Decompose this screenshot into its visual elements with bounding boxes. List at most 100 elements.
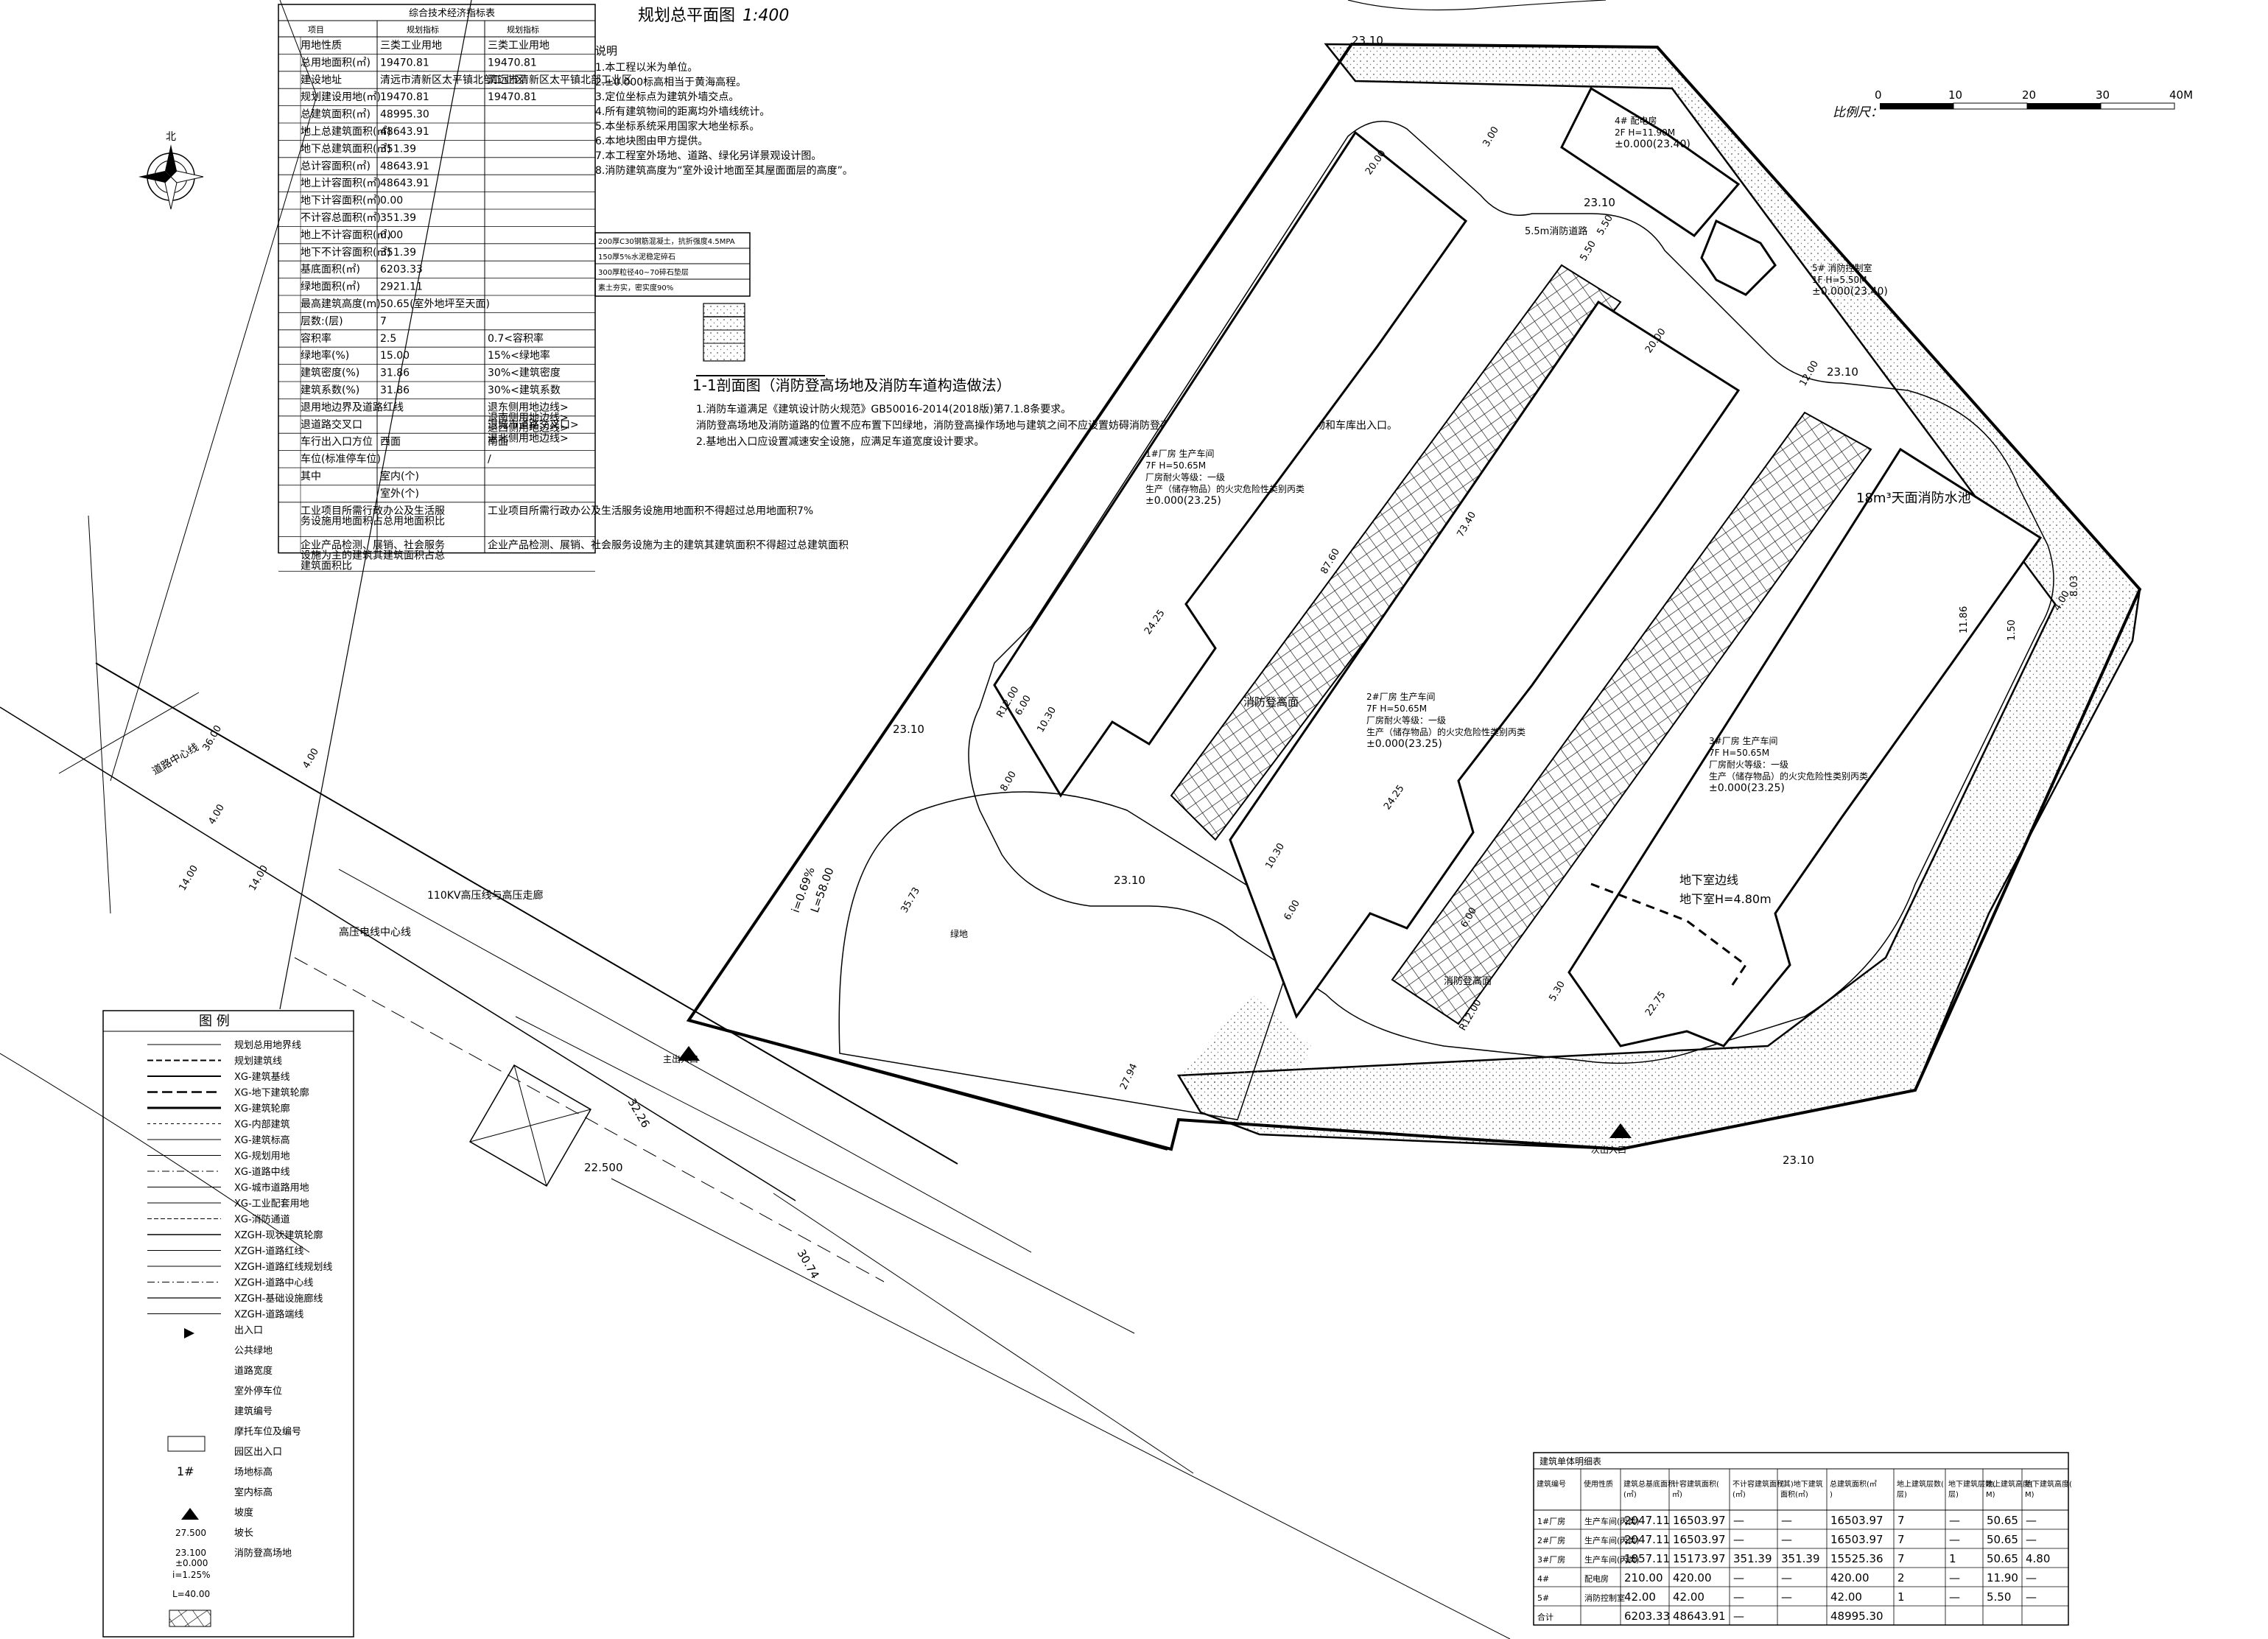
building-table-header: 层) [1948,1490,1959,1499]
elevation-label: 23.10 [1114,874,1145,887]
legend-item-label: XG-建筑标高 [234,1134,290,1146]
tech-table-cell: 工业项目所需行政办公及生活服 [301,505,445,517]
section-layer: 素土夯实，密实度90% [598,283,673,292]
building-table-cell: — [2026,1533,2037,1546]
building-table-cell: — [1733,1590,1744,1604]
legend-item-label: XZGH-道路红线规划线 [234,1261,332,1273]
tech-table-cell: 48643.91 [380,126,429,138]
tech-table-cell: 31.86 [380,385,410,396]
legend-item-label: XZGH-道路红线 [234,1246,303,1257]
building-table-cell: — [1949,1533,1960,1546]
building-table-cell: 420.00 [1673,1571,1712,1584]
label-fire-pool: 18m³天面消防水池 [1856,491,1971,506]
tech-table-header: 规划指标 [407,24,439,35]
building-label-line: 生产（储存物品）的火灾危险性类别丙类 [1145,483,1305,494]
building-label-line: ±0.000(23.40) [1615,138,1691,150]
building-table-cell: 生产车间(丙类) [1584,1535,1640,1545]
building-table-header: ) [1830,1491,1833,1499]
tech-table-cell: 建筑面积比 [301,561,352,572]
tech-table-header: 规划指标 [507,24,539,35]
building-label-line: 2#厂房 生产车间 [1366,691,1436,702]
building-label-line: 4# 配电房 [1615,115,1657,126]
building-table-header: ㎡) [1672,1490,1682,1499]
tech-table-cell: 清远市清新区太平镇北部工业区 [488,74,632,86]
elevation-label: 23.10 [893,723,924,736]
building-table-cell: 210.00 [1624,1571,1663,1584]
legend-item-label: 摩托车位及编号 [234,1426,301,1438]
building-table-cell: 3#厂房 [1537,1555,1565,1565]
dimension-label: 1.50 [2007,620,2018,641]
legend-item-label: XG-内部建筑 [234,1119,290,1131]
basement-outline [1590,882,1748,988]
building-table-cell: 消防控制室 [1584,1593,1625,1603]
building-table-header: 总建筑面积(㎡ [1830,1479,1877,1489]
tech-table-cell: 30%<建筑密度 [488,367,561,379]
tech-table-cell: 50.65(室外地坪至天面) [380,298,490,310]
building-table-cell: 16503.97 [1673,1533,1726,1546]
compass-north-label: 北 [166,131,176,143]
building-label-line: 7F H=50.65M [1366,703,1427,714]
tech-table-cell: 三类工业用地 [488,40,550,52]
tech-table-cell: 规划建设用地(㎡) [301,91,381,103]
parking-lot-outline [838,791,1305,1120]
label-hv-corridor: 110KV高压线与高压走廊 [427,889,543,902]
building-table-cell: 生产车间(丙类) [1584,1516,1640,1526]
building-table-cell: 配电房 [1584,1574,1609,1584]
legend-symbol-length: L=40.00 [172,1589,210,1599]
dimension-label: 8.00 [998,769,1018,793]
tech-table-cell: 351.39 [380,247,416,259]
building-table-title: 建筑单体明细表 [1539,1456,1601,1467]
tech-table-cell: 351.39 [380,212,416,224]
legend-item-label: XG-道路中线 [234,1166,290,1178]
tech-table-cell: 绿地面积(㎡) [301,281,360,293]
note-item: 5.本坐标系统采用国家大地坐标系。 [595,120,759,133]
tech-table-cell: 三类工业用地 [380,40,442,52]
dimension-label: 36.00 [200,723,224,753]
dimension-label: 14.00 [177,863,200,893]
section-note: 2.基地出入口应设置减速安全设施，应满足车道宽度设计要求。 [696,435,984,448]
tech-table-cell: 车位(标准停车位) [301,453,381,466]
building-table-cell: — [1949,1590,1960,1604]
section-layer: 200厚C30钢筋混凝土，抗折强度4.5MPA [598,236,735,246]
legend-symbol-zero: ±0.000 [175,1558,208,1568]
tech-table-cell: 15.00 [380,350,410,362]
building-table-cell: 2047.11 [1624,1514,1670,1527]
dimension-label: 11.86 [1959,606,1970,634]
building-1-outline [993,130,1468,798]
building-table-cell: — [1949,1514,1960,1527]
main-entrance-arrow-icon [678,1046,700,1061]
tech-table-cell: 退道路交叉口 [301,418,362,431]
legend-symbol-slope: i=1.25% [172,1570,211,1580]
tech-table-cell: 2921.11 [380,281,423,293]
tech-table-cell: 30%<建筑系数 [488,385,561,396]
label-basement-height: 地下室H=4.80m [1679,892,1772,906]
tech-table-cell: 地下不计容面积(㎡) [301,246,391,259]
building-table-header: M) [2025,1491,2034,1499]
note-item: 7.本工程室外场地、道路、绿化另详景观设计图。 [595,150,821,162]
label-secondary-entrance: 次出入口 [1591,1145,1626,1155]
fire-platform-1 [1170,264,1622,841]
label-main-entrance: 主出入口 [663,1054,698,1064]
building-label-line: 2F H=11.90M [1615,127,1675,138]
section-layer: 300厚粒径40~70碎石垫层 [598,267,689,277]
pylon-icon [469,1064,591,1187]
building-table-cell: 5.50 [1987,1590,2011,1604]
tech-table-cell: 地上计容面积(㎡) [301,177,381,189]
legend-item-label: XZGH-现状建筑轮廓 [234,1229,323,1241]
legend-item-label: 园区出入口 [234,1447,282,1458]
tech-table-cell: 不计容总面积(㎡) [301,211,381,224]
legend-item-label: XG-建筑基线 [234,1071,290,1083]
building-label-line: 1#厂房 生产车间 [1145,448,1215,459]
legend-item-label: 坡长 [234,1528,253,1539]
building-table-cell: 1 [1897,1590,1905,1604]
building-label-line: ±0.000(23.25) [1366,738,1442,750]
tech-table-cell: 南面 [488,436,508,448]
building-table-cell: 42.00 [1830,1590,1862,1604]
section-note: 1.消防车道满足《建筑设计防火规范》GB50016-2014(2018版)第7.… [696,403,1071,415]
tech-table-cell: 0.00 [380,229,403,241]
legend-item-label: XG-地下建筑轮廓 [234,1087,309,1099]
building-label-line: 7F H=50.65M [1145,460,1206,471]
tech-table-cell: 地上不计容面积(㎡) [301,228,391,241]
section-layer: 150厚5%水泥稳定碎石 [598,252,675,262]
building-table-cell: 2#厂房 [1537,1536,1565,1545]
